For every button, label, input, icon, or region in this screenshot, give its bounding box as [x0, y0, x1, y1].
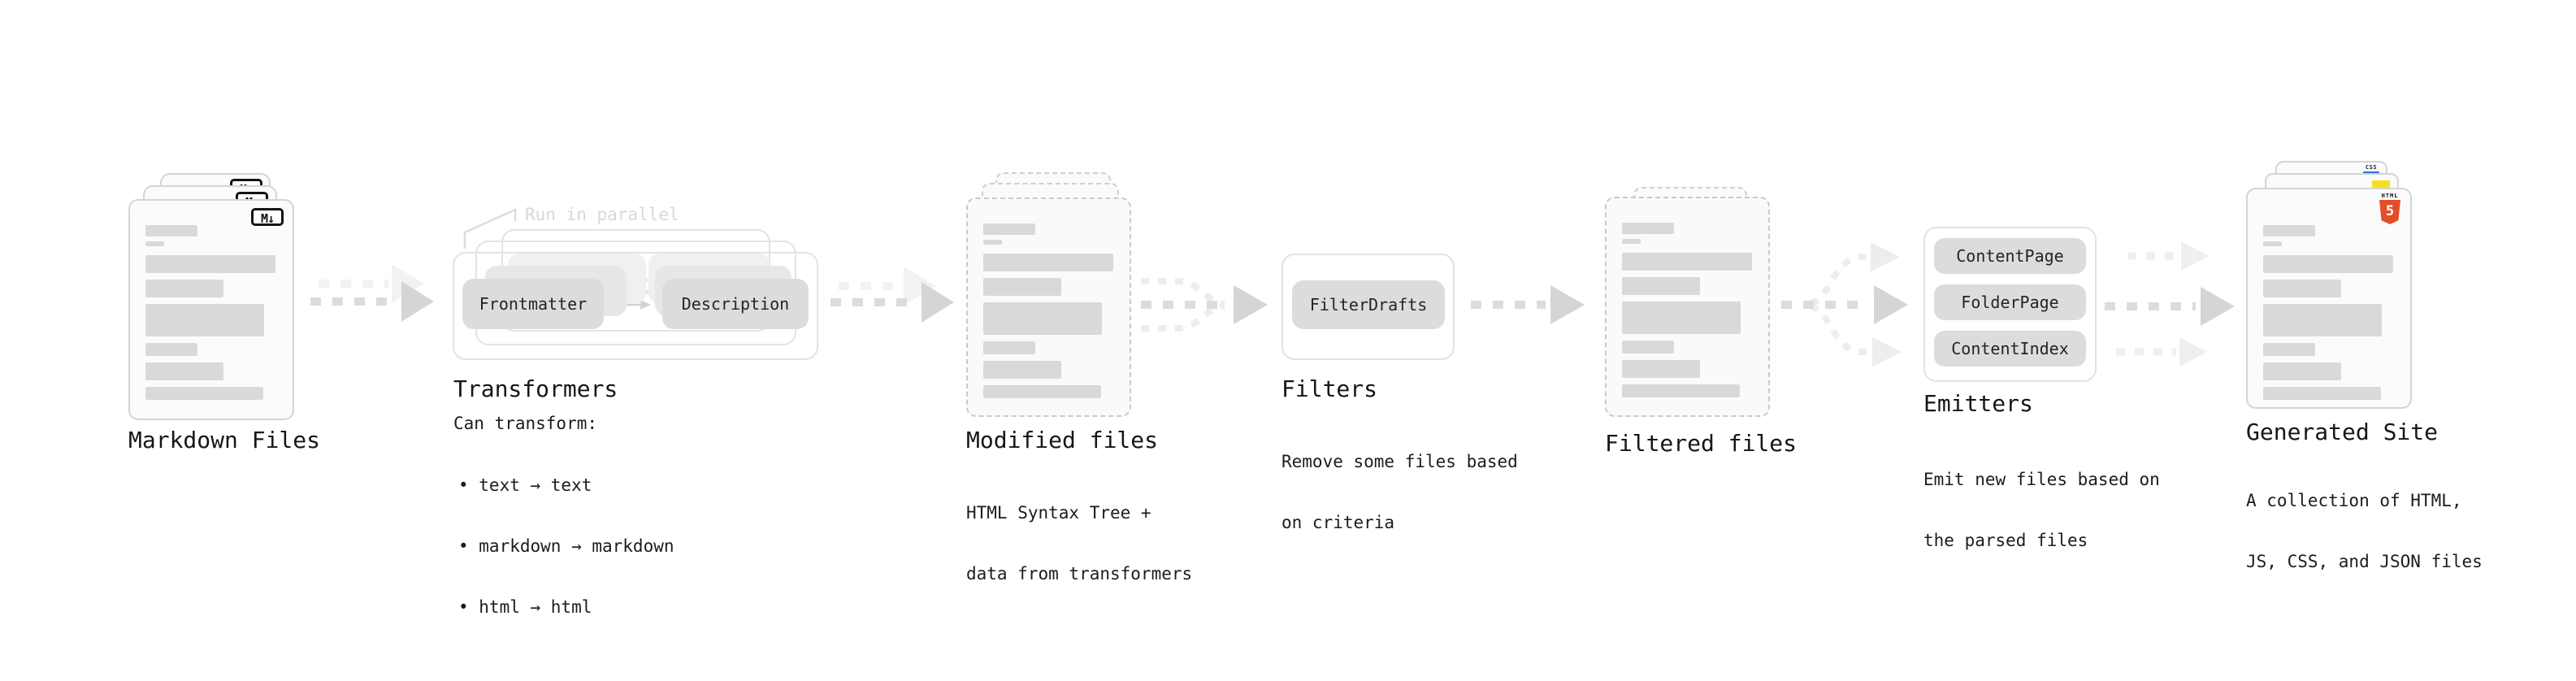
transformer-container-front — [453, 252, 818, 360]
desc-line: JS, CSS, and JSON files — [2246, 552, 2483, 571]
css-icon-label: CSS — [2365, 164, 2378, 171]
stage-title-filters: Filters — [1281, 375, 1378, 402]
file-content-bars — [968, 199, 1130, 415]
html5-icon-label: HTML — [2381, 193, 2399, 199]
stage-title-modified-files: Modified files — [966, 427, 1159, 453]
desc-line: on criteria — [1281, 513, 1395, 532]
bullet-line: • markdown → markdown — [458, 536, 674, 556]
stage-title-generated-site: Generated Site — [2246, 419, 2439, 445]
generated-site-desc: A collection of HTML, JS, CSS, and JSON … — [2246, 450, 2483, 613]
desc-line: Emit new files based on — [1923, 470, 2160, 489]
modified-file-card-front — [966, 197, 1131, 417]
arrow-transformers-to-modified-icon — [830, 267, 954, 323]
desc-line: data from transformers — [966, 564, 1193, 583]
site-file-card-front: HTML 5 — [2246, 188, 2412, 409]
stage-title-emitters: Emitters — [1923, 390, 2033, 417]
file-content-bars — [130, 201, 293, 419]
arrow-filtered-to-emitters-icon — [1781, 242, 1908, 367]
filters-desc: Remove some files based on criteria — [1281, 411, 1518, 574]
bullet-line: • html → html — [458, 597, 592, 617]
markdown-file-card-front: M↓ — [128, 199, 294, 420]
desc-line: the parsed files — [1923, 531, 2088, 550]
run-in-parallel-leader-line — [463, 208, 517, 249]
desc-line: Remove some files based — [1281, 452, 1518, 471]
html5-icon: HTML 5 — [2379, 193, 2401, 224]
arrow-emitters-to-site-icon — [2105, 241, 2235, 367]
markdown-icon: M↓ — [251, 208, 284, 226]
file-content-bars — [1607, 198, 1768, 415]
stage-title-filtered-files: Filtered files — [1605, 430, 1798, 457]
stage-title-transformers: Transformers — [453, 375, 618, 402]
file-content-bars — [2248, 201, 2410, 407]
desc-line: HTML Syntax Tree + — [966, 503, 1151, 523]
run-in-parallel-callout: Run in parallel — [525, 205, 679, 224]
filtered-file-card-front — [1605, 197, 1770, 417]
js-icon — [2372, 180, 2390, 188]
emitter-box-folderpage: FolderPage — [1934, 284, 2086, 320]
html5-icon-shield: 5 — [2379, 200, 2400, 224]
arrow-filters-to-filtered-icon — [1471, 285, 1585, 324]
desc-line: A collection of HTML, — [2246, 491, 2462, 510]
emitters-desc: Emit new files based on the parsed files — [1923, 429, 2160, 592]
transformer-box-frontmatter: Frontmatter — [462, 279, 604, 329]
arrow-markdown-to-transformers-icon — [310, 264, 434, 322]
filter-box-filterdrafts: FilterDrafts — [1292, 280, 1445, 329]
emitter-box-contentpage: ContentPage — [1934, 238, 2086, 274]
emitter-box-contentindex: ContentIndex — [1934, 331, 2086, 367]
arrow-modified-to-filters-icon — [1141, 278, 1268, 332]
css-icon: CSS — [2363, 165, 2379, 174]
transformer-box-description: Description — [662, 279, 809, 329]
transformers-bullet-list: • text → text • markdown → markdown • ht… — [458, 435, 674, 658]
stage-title-markdown-files: Markdown Files — [128, 427, 321, 453]
modified-files-desc: HTML Syntax Tree + data from transformer… — [966, 462, 1192, 625]
bullet-line: • text → text — [458, 475, 592, 495]
transformers-desc-heading: Can transform: — [453, 414, 598, 433]
css-icon-bar — [2363, 171, 2379, 174]
